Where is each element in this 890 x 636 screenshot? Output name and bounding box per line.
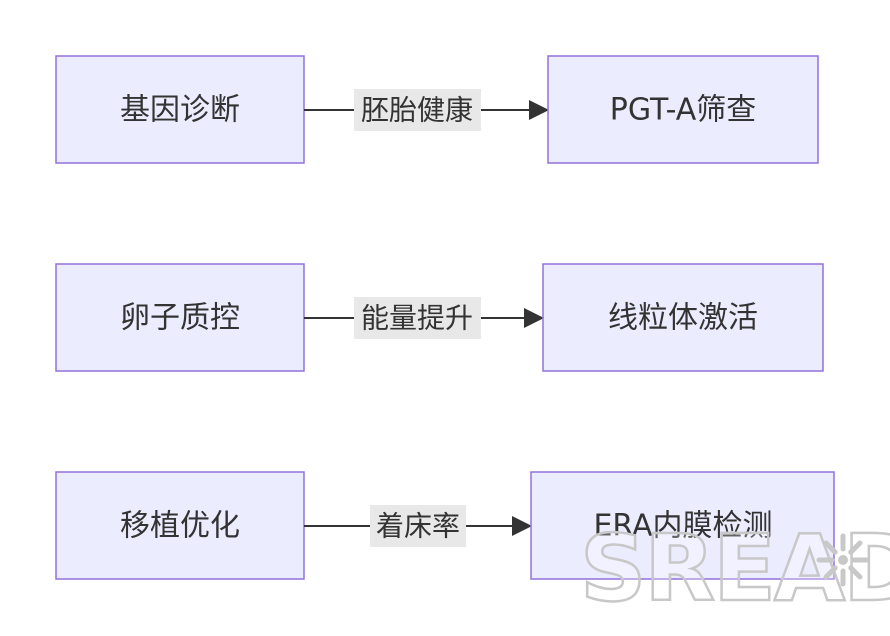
flow-row-3: 移植优化 着床率 ERA内膜检测 xyxy=(55,471,835,580)
edge-2-label: 能量提升 xyxy=(361,302,473,335)
flow-row-2: 卵子质控 能量提升 线粒体激活 xyxy=(55,263,824,372)
watermark-text: SREAD xyxy=(580,515,890,622)
watermark: SREAD xyxy=(579,514,890,624)
target-node-1[interactable] xyxy=(547,55,819,164)
sunburst-icon xyxy=(816,533,870,587)
source-node-2-label: 卵子质控 xyxy=(120,301,240,336)
target-node-2-label: 线粒体激活 xyxy=(608,301,758,336)
source-node-1[interactable] xyxy=(55,55,305,164)
edge-1-label: 胚胎健康 xyxy=(361,94,473,127)
source-node-2[interactable] xyxy=(55,263,305,372)
target-node-3[interactable] xyxy=(530,471,835,580)
target-node-3-label: ERA内膜检测 xyxy=(593,509,772,544)
edge-2-label-bg xyxy=(354,297,481,339)
target-node-1-label: PGT-A筛查 xyxy=(610,93,757,128)
target-node-2[interactable] xyxy=(542,263,824,372)
source-node-1-label: 基因诊断 xyxy=(120,93,240,128)
edge-3-label: 着床率 xyxy=(376,510,460,543)
edge-3-label-bg xyxy=(370,505,466,547)
edge-1-label-bg xyxy=(354,89,481,131)
flow-row-1: 基因诊断 胚胎健康 PGT-A筛查 xyxy=(55,55,819,164)
source-node-3-label: 移植优化 xyxy=(120,509,240,544)
